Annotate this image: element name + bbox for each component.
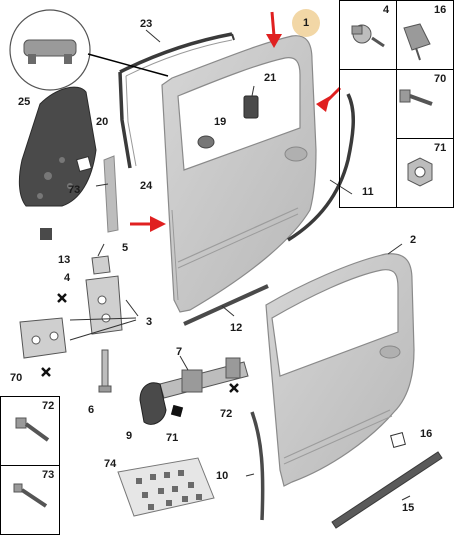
lower-seal-strip: [183, 284, 269, 326]
callout-3-a: 3: [146, 316, 153, 328]
grommet: [197, 135, 215, 149]
sill-trim: [331, 451, 443, 529]
pad-part: [40, 228, 52, 240]
rear-door-shell: [161, 35, 317, 313]
bolt-70-icon: [399, 89, 433, 106]
callout-10: 10: [216, 470, 229, 482]
clip-part: [243, 95, 259, 119]
interior-bracket: [18, 86, 97, 207]
hinge-assembly: [19, 255, 139, 359]
callout-19: 19: [214, 116, 227, 128]
vertical-seal: [250, 411, 265, 521]
callout-13: 13: [58, 254, 71, 266]
bolt-72-icon: [15, 417, 50, 442]
label-70-box: 70: [434, 73, 447, 85]
nut-marker: [170, 404, 184, 418]
callout-6: 6: [88, 404, 95, 416]
callout-2: 2: [410, 234, 417, 246]
door-outer-panel: [265, 253, 415, 487]
callout-24: 24: [140, 180, 153, 192]
callout-74: 74: [104, 458, 117, 470]
marker-73: [76, 156, 92, 172]
leader-lines: [95, 29, 411, 501]
rivet-73-icon: [13, 483, 48, 508]
label-16-box: 16: [434, 4, 447, 16]
label-73-box: 73: [42, 469, 55, 481]
callout-11: 11: [362, 186, 374, 198]
door-check-strap: [159, 357, 249, 399]
x-marker: [41, 293, 239, 393]
callout-23: 23: [140, 18, 153, 30]
clip-detail: [9, 9, 169, 91]
callout-73: 73: [68, 184, 81, 196]
callout-15: 15: [402, 502, 415, 514]
door-edge-seal: [287, 93, 356, 242]
part-1-highlight: 1: [292, 9, 320, 37]
callout-9: 9: [126, 430, 133, 442]
callout-7: 7: [176, 346, 183, 358]
red-arrow: [130, 11, 342, 232]
callout-5: 5: [122, 242, 129, 254]
callout-70: 70: [10, 372, 23, 384]
callout-25: 25: [18, 96, 31, 108]
label-72-box: 72: [42, 400, 55, 412]
label-71-box: 71: [434, 142, 447, 154]
screw-4-icon: [351, 24, 385, 48]
callout-21: 21: [264, 72, 277, 84]
marker-16: [390, 432, 406, 448]
pillar-trim: [103, 155, 119, 233]
callout-4: 4: [64, 272, 71, 284]
gasket-part: [139, 382, 167, 425]
nut-71-icon: [407, 157, 433, 187]
clip-kit-box: [117, 457, 215, 517]
callout-72: 72: [220, 408, 233, 420]
callout-71: 71: [166, 432, 179, 444]
bolt-part: [98, 349, 112, 393]
callout-20: 20: [96, 116, 109, 128]
callout-16: 16: [420, 428, 433, 440]
callout-12: 12: [230, 322, 243, 334]
clip-16-icon: [403, 23, 431, 61]
label-4-box: 4: [383, 4, 390, 16]
